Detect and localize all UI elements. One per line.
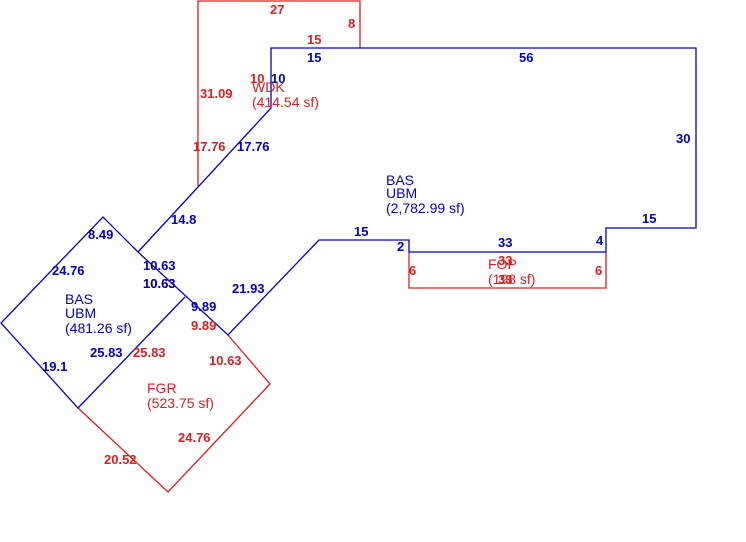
dim-wdk-top: 27 (270, 2, 284, 17)
dim-wdk-inner: 15 (307, 32, 321, 47)
dim-fop-overlap-a: 33 (498, 253, 512, 268)
dim-fop-right: 6 (595, 263, 602, 278)
dim-wing-inner-blue: 25.83 (90, 345, 123, 360)
bas-wing-size: (481.26 sf) (65, 320, 132, 336)
dim-wing-left-upper: 24.76 (52, 263, 85, 278)
dim-main-top: 56 (519, 50, 533, 65)
dim-wdk-10-blue: 10 (271, 71, 285, 86)
bas-main-size: (2,782.99 sf) (386, 200, 465, 216)
fgr-outline (77, 334, 271, 493)
bas-wing-code: BAS (65, 291, 93, 307)
dim-wing-right-blue: 10.63 (143, 258, 176, 273)
bas-main-code: BAS (386, 172, 414, 188)
dim-main-notch: 4 (596, 233, 604, 248)
fgr-size: (523.75 sf) (147, 395, 214, 411)
dim-wing-989-blue: 9.89 (191, 299, 216, 314)
dim-wing-mid-blue: 10.63 (143, 276, 176, 291)
bas-main-outline (137, 47, 697, 336)
bas-wing-subcode: UBM (65, 305, 96, 321)
bas-wing-outline (0, 216, 186, 409)
fop-outline (408, 252, 607, 289)
bas-main-subcode: UBM (386, 185, 417, 201)
dim-main-right: 30 (676, 131, 690, 146)
fop-size: (198 sf) (488, 271, 535, 287)
dim-wdk-10-red: 10 (250, 71, 264, 86)
dim-fop-overlap-b: 33 (498, 272, 512, 287)
dim-wdk-diag: 17.76 (193, 139, 226, 154)
dim-wing-inner-red: 25.83 (133, 345, 166, 360)
wdk-outline (197, 0, 361, 186)
fgr-code: FGR (147, 380, 177, 396)
dim-wing-989-red: 9.89 (191, 318, 216, 333)
dim-main-top-left: 15 (307, 50, 321, 65)
dim-wdk-right: 8 (348, 16, 355, 31)
dim-main-bottom: 33 (498, 235, 512, 250)
dim-main-diag-left: 14.8 (171, 212, 196, 227)
wdk-code: WDK (252, 79, 285, 95)
dim-fgr-right-upper: 10.63 (209, 353, 242, 368)
fop-code: FOP (488, 256, 517, 272)
dim-wing-top: 8.49 (88, 227, 113, 242)
dim-main-step: 2 (397, 239, 404, 254)
dim-fop-left: 6 (409, 263, 416, 278)
dim-wing-left-lower: 19.1 (42, 359, 67, 374)
dim-main-diag: 17.76 (237, 139, 270, 154)
dim-fgr-right-lower: 24.76 (178, 430, 211, 445)
dim-fgr-bottom-left: 20.52 (104, 452, 137, 467)
dim-main-lower-right: 15 (642, 211, 656, 226)
dim-wing-right-red: 10.63 (143, 276, 176, 291)
dim-main-left-top: 15 (354, 224, 368, 239)
dim-main-diag-lower: 21.93 (232, 281, 265, 296)
wdk-size: (414.54 sf) (252, 94, 319, 110)
dim-wdk-left: 31.09 (200, 86, 233, 101)
